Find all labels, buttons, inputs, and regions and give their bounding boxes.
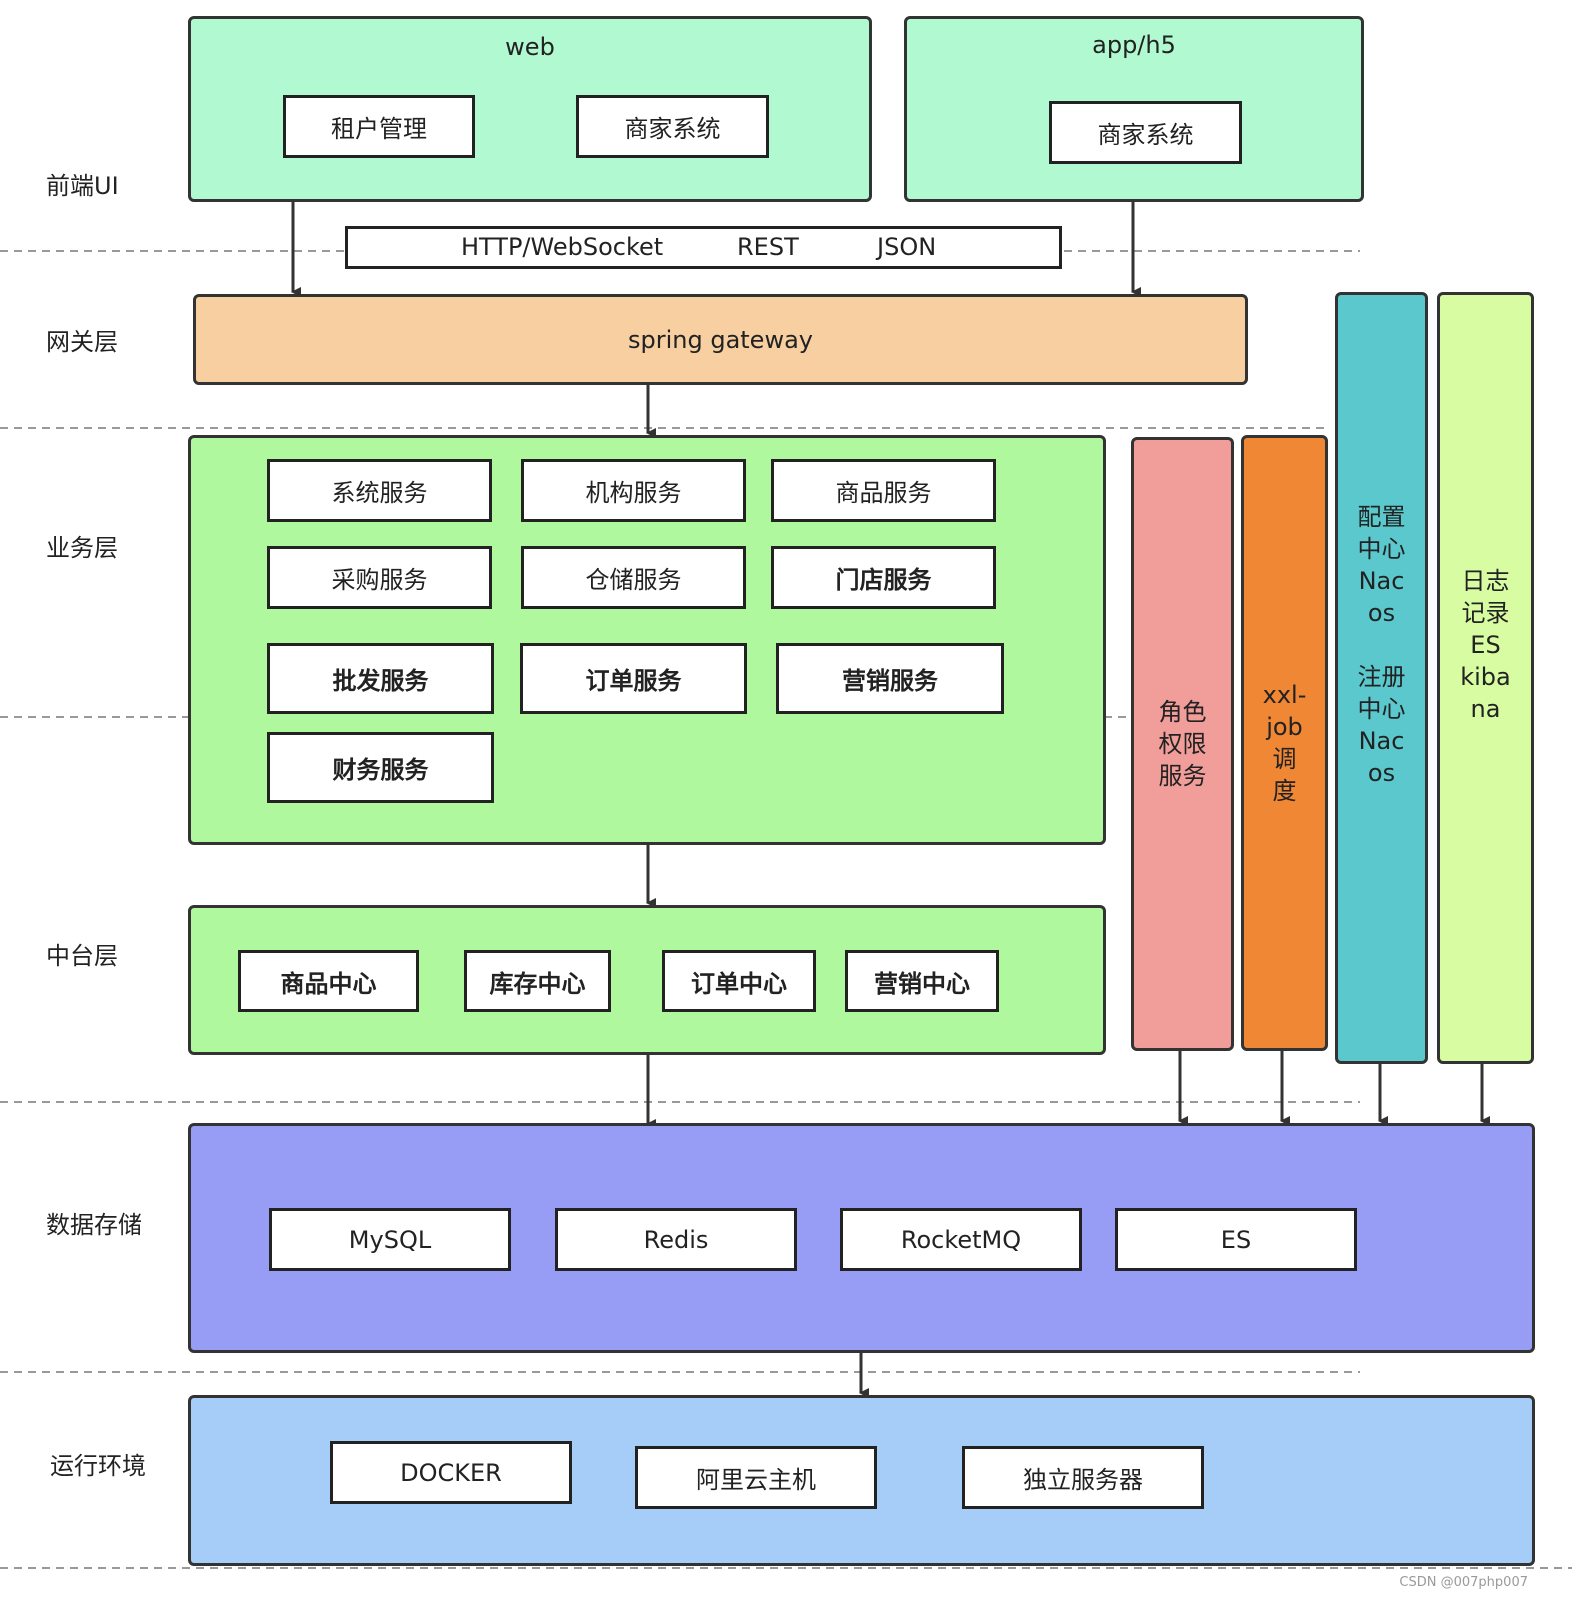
tenant-management-box: 租户管理	[283, 95, 475, 158]
log-column: 日志 记录 ES kiba na	[1437, 292, 1534, 1064]
product-center-box: 商品中心	[238, 950, 419, 1012]
protocol-rest: REST	[737, 233, 799, 261]
es-box: ES	[1115, 1208, 1357, 1271]
warehouse-service-box: 仓储服务	[521, 546, 746, 609]
finance-service-box: 财务服务	[267, 732, 494, 803]
product-service-box: 商品服务	[771, 459, 996, 522]
layer-label-storage: 数据存储	[46, 1211, 142, 1239]
layer-label-business: 业务层	[46, 534, 118, 562]
org-service-box: 机构服务	[521, 459, 746, 522]
protocol-json: JSON	[877, 233, 937, 261]
nacos-label: 配置 中心 Nac os 注册 中心 Nac os	[1357, 503, 1406, 787]
docker-box: DOCKER	[330, 1441, 572, 1504]
protocol-http: HTTP/WebSocket	[461, 233, 664, 261]
app-merchant-system-box: 商家系统	[1049, 101, 1242, 164]
marketing-center-box: 营销中心	[845, 950, 999, 1012]
xxl-job-label: xxl- job 调 度	[1262, 681, 1307, 805]
aliyun-host-box: 阿里云主机	[635, 1446, 877, 1509]
inventory-center-box: 库存中心	[464, 950, 611, 1012]
rocketmq-box: RocketMQ	[840, 1208, 1082, 1271]
gateway-label: spring gateway	[627, 325, 813, 354]
layer-label-gateway: 网关层	[46, 328, 118, 356]
system-service-box: 系统服务	[267, 459, 492, 522]
order-center-box: 订单中心	[662, 950, 816, 1012]
layer-label-runtime: 运行环境	[50, 1452, 146, 1480]
store-service-box: 门店服务	[771, 546, 996, 609]
web-panel-title: web	[505, 33, 555, 61]
web-merchant-system-box: 商家系统	[576, 95, 769, 158]
xxl-job-column: xxl- job 调 度	[1241, 435, 1328, 1051]
marketing-service-box: 营销服务	[776, 643, 1004, 714]
log-label: 日志 记录 ES kiba na	[1460, 567, 1511, 723]
auth-service-label: 角色 权限 服务	[1158, 698, 1207, 790]
gateway-panel: spring gateway	[193, 294, 1248, 385]
layer-label-frontend: 前端UI	[46, 172, 119, 200]
app-panel-title: app/h5	[1092, 31, 1176, 59]
purchase-service-box: 采购服务	[267, 546, 492, 609]
auth-service-column: 角色 权限 服务	[1131, 437, 1234, 1051]
protocol-bar: HTTP/WebSocket REST JSON	[345, 226, 1062, 269]
standalone-server-box: 独立服务器	[962, 1446, 1204, 1509]
mysql-box: MySQL	[269, 1208, 511, 1271]
watermark: CSDN @007php007	[1399, 1575, 1528, 1590]
wholesale-service-box: 批发服务	[267, 643, 494, 714]
layer-label-middle: 中台层	[46, 942, 118, 970]
nacos-column: 配置 中心 Nac os 注册 中心 Nac os	[1335, 292, 1428, 1064]
redis-box: Redis	[555, 1208, 797, 1271]
order-service-box: 订单服务	[520, 643, 747, 714]
